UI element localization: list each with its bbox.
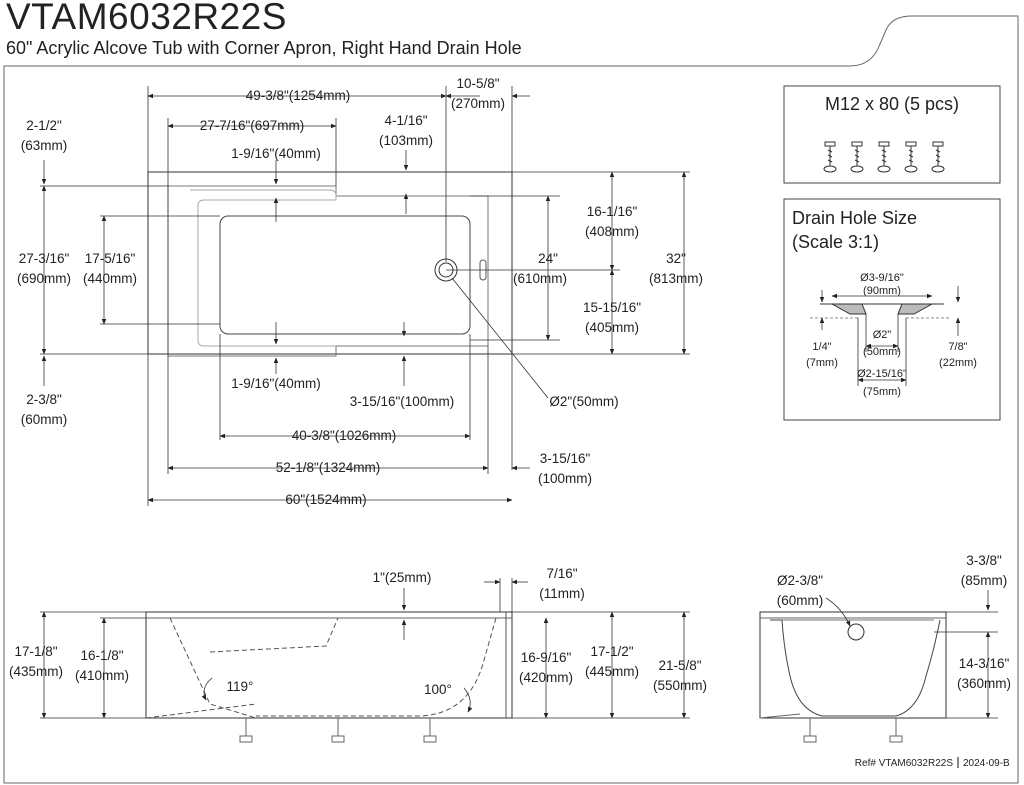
dim-basin-width-in: 24" <box>538 251 558 266</box>
drain-depth-in: 7/8" <box>948 341 967 353</box>
model-number-title: VTAM6032R22S <box>6 0 287 37</box>
drain-detail-title: Drain Hole Size <box>792 208 917 228</box>
flange-dia-mm: (90mm) <box>863 285 901 297</box>
dim-right-bottom-in: 3-15/16" <box>540 451 591 466</box>
dim-lower-half-in: 15-15/16" <box>583 300 641 315</box>
dim-left-edge-in: 2-1/2" <box>26 118 62 133</box>
dim-upper-half-in: 16-1/16" <box>587 204 638 219</box>
dim-width-left-in: 27-3/16" <box>19 251 70 266</box>
outer-dia-mm: (75mm) <box>863 386 901 398</box>
angle-left: 119° <box>227 679 254 694</box>
dim-top-offset: 1"(25mm) <box>373 570 432 585</box>
side-view-dimensions <box>825 590 998 719</box>
drain-section-drawing <box>810 303 950 319</box>
flange-thick-in: 1/4" <box>812 341 831 353</box>
dim-rim-mm: (11mm) <box>539 586 585 601</box>
bolt-icons <box>823 141 945 173</box>
outer-dia-in: Ø2-15/16" <box>857 368 907 380</box>
dim-left-bottom-in: 2-3/8" <box>26 392 62 407</box>
top-view-labels: 49-3/8"(1254mm) 10-5/8" (270mm) 2-1/2" (… <box>17 76 703 507</box>
dim-height-4-mm: (445mm) <box>585 664 639 679</box>
flange-thick-mm: (7mm) <box>806 357 838 369</box>
top-view-drawing <box>147 171 513 357</box>
dim-height-3-mm: (420mm) <box>519 670 573 685</box>
hole-dia-mm: (50mm) <box>863 346 901 358</box>
side-view-labels: Ø2-3/8" (60mm) 3-3/8" (85mm) 14-3/16" (3… <box>777 553 1011 691</box>
hole-dia-in: Ø2" <box>873 329 892 341</box>
footer: Ref# VTAM6032R22S 2024-09-B <box>855 757 1010 769</box>
side-view-drawing <box>759 611 947 743</box>
dim-height-3-in: 16-9/16" <box>521 650 572 665</box>
dim-rim-top: 1-9/16"(40mm) <box>231 146 321 161</box>
dim-left-edge-mm: (63mm) <box>21 138 68 153</box>
dim-overall-length: 60"(1524mm) <box>285 492 366 507</box>
front-view-labels: 1"(25mm) 7/16" (11mm) 17-1/8" (435mm) 16… <box>9 566 707 697</box>
dim-overall-length-top: 49-3/8"(1254mm) <box>246 88 351 103</box>
dim-basin-width-mm: (610mm) <box>513 271 567 286</box>
dim-overflow-height-mm: (360mm) <box>957 676 1011 691</box>
dim-bottom-width-mm: (440mm) <box>83 271 137 286</box>
dim-right-offset-in: 10-5/8" <box>456 76 499 91</box>
footer-date: 2024-09-B <box>963 758 1010 769</box>
drain-dimension-lines <box>819 286 961 386</box>
sheet-border <box>3 15 1019 784</box>
front-view-drawing <box>145 611 513 743</box>
dim-height-1-in: 17-1/8" <box>14 644 57 659</box>
dim-height-4-in: 17-1/2" <box>590 644 633 659</box>
dim-drain-diameter: Ø2"(50mm) <box>549 394 618 409</box>
dim-right-bottom-mm: (100mm) <box>538 471 592 486</box>
dim-overflow-height-in: 14-3/16" <box>959 656 1010 671</box>
dim-upper-half-mm: (408mm) <box>585 224 639 239</box>
dim-overflow-dia-in: Ø2-3/8" <box>777 573 823 588</box>
dim-bottom-width-in: 17-5/16" <box>85 251 136 266</box>
footer-ref: Ref# VTAM6032R22S <box>855 758 954 769</box>
dim-rim-bottom: 1-9/16"(40mm) <box>231 376 321 391</box>
angle-right: 100° <box>424 682 452 697</box>
front-view-dimensions <box>40 578 690 719</box>
product-description: 60" Acrylic Alcove Tub with Corner Apron… <box>6 38 522 58</box>
dim-height-2-mm: (410mm) <box>75 668 129 683</box>
hardware-label: M12 x 80 (5 pcs) <box>825 94 959 114</box>
dim-bottom-length: 40-3/8"(1026mm) <box>292 428 397 443</box>
dim-overflow-top-in: 3-3/8" <box>966 553 1002 568</box>
dim-inner-length-top: 27-7/16"(697mm) <box>200 118 305 133</box>
drain-detail-scale: (Scale 3:1) <box>792 232 879 252</box>
dim-height-5-in: 21-5/8" <box>658 658 701 673</box>
drain-detail-panel: Drain Hole Size (Scale 3:1) <box>783 198 1001 421</box>
dim-apron: 3-15/16"(100mm) <box>350 394 455 409</box>
dim-width-left-mm: (690mm) <box>17 271 71 286</box>
dim-overall-width-mm: (813mm) <box>649 271 703 286</box>
top-view-dimensions <box>40 86 690 506</box>
dim-left-bottom-mm: (60mm) <box>21 412 68 427</box>
dim-overflow-top-mm: (85mm) <box>961 573 1008 588</box>
dim-height-1-mm: (435mm) <box>9 664 63 679</box>
dim-height-2-in: 16-1/8" <box>80 648 123 663</box>
dim-step-mm: (103mm) <box>379 133 433 148</box>
hardware-panel: M12 x 80 (5 pcs) <box>783 85 1001 184</box>
dim-overall-width-in: 32" <box>666 251 686 266</box>
dim-lower-half-mm: (405mm) <box>585 320 639 335</box>
dim-step-in: 4-1/16" <box>384 113 427 128</box>
flange-dia-in: Ø3-9/16" <box>860 272 904 284</box>
dim-overflow-dia-mm: (60mm) <box>777 593 824 608</box>
dim-rim-in: 7/16" <box>546 566 577 581</box>
dim-height-5-mm: (550mm) <box>653 678 707 693</box>
dim-right-offset-mm: (270mm) <box>451 96 505 111</box>
dim-inner-length: 52-1/8"(1324mm) <box>276 460 381 475</box>
drain-depth-mm: (22mm) <box>939 357 977 369</box>
